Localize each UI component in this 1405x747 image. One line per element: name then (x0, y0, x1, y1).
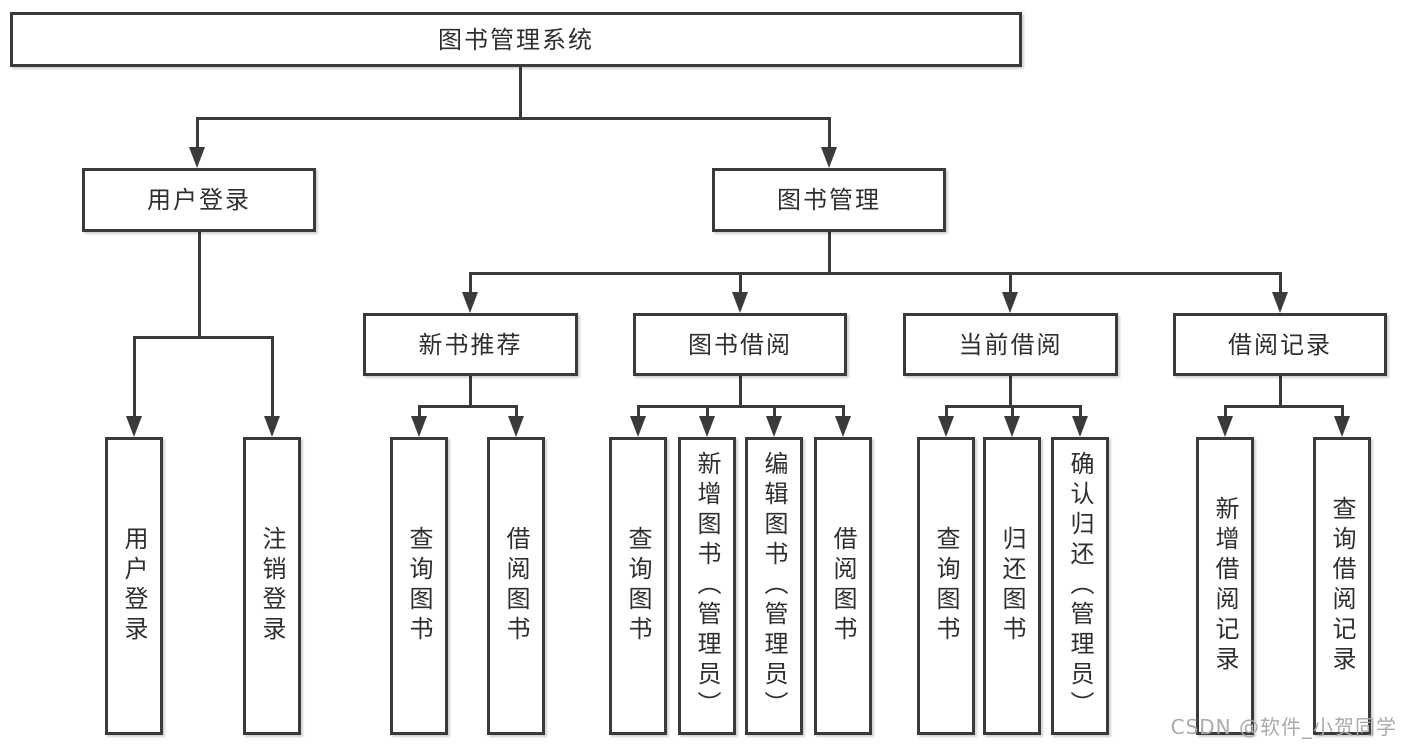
arrow-head (462, 292, 478, 313)
arrow-shaft (1078, 405, 1082, 417)
arrow-shaft (944, 405, 948, 417)
arrow-shaft (841, 405, 845, 417)
arrow-head (766, 416, 782, 437)
node-user-login: 用户登录 (82, 168, 316, 232)
arrow-shaft (738, 272, 742, 293)
arrow-head (938, 416, 954, 437)
arrow-head (508, 416, 524, 437)
arrow-shaft (132, 336, 136, 417)
leaf-edit-book-admin: 编辑图书（管理员） (745, 437, 803, 735)
connector-line (518, 67, 522, 120)
arrow-head (411, 416, 427, 437)
arrow-shaft (1340, 405, 1344, 417)
connector-line (636, 405, 845, 408)
arrow-head (1002, 292, 1018, 313)
connector-line (1223, 405, 1344, 408)
arrow-head (1004, 416, 1020, 437)
leaf-query-books-recommend: 查询图书 (390, 437, 448, 735)
leaf-borrow-books: 借阅图书 (814, 437, 872, 735)
connector-line (132, 336, 274, 339)
arrow-shaft (417, 405, 421, 417)
arrow-head (835, 416, 851, 437)
arrow-head (821, 147, 837, 168)
leaf-query-borrow-record: 查询借阅记录 (1313, 437, 1371, 735)
arrow-shaft (1010, 405, 1014, 417)
leaf-add-borrow-record: 新增借阅记录 (1196, 437, 1254, 735)
arrow-head (1272, 292, 1288, 313)
node-borrowing-records: 借阅记录 (1173, 313, 1387, 376)
node-book-borrowing: 图书借阅 (633, 313, 847, 376)
arrow-head (189, 147, 205, 168)
arrow-shaft (270, 336, 274, 417)
connector-line (827, 232, 831, 275)
connector-line (195, 117, 831, 120)
connector-line (1278, 376, 1282, 408)
arrow-head (264, 416, 280, 437)
leaf-logout: 注销登录 (243, 437, 301, 735)
arrow-shaft (1278, 272, 1282, 293)
leaf-return-book: 归还图书 (983, 437, 1041, 735)
arrow-head (126, 416, 142, 437)
node-current-borrowing: 当前借阅 (903, 313, 1118, 376)
connector-line (468, 272, 1282, 275)
node-book-management: 图书管理 (712, 168, 946, 232)
leaf-user-login: 用户登录 (105, 437, 163, 735)
arrow-shaft (772, 405, 776, 417)
connector-line (197, 232, 201, 339)
arrow-head (732, 292, 748, 313)
leaf-query-books-borrow: 查询图书 (609, 437, 667, 735)
leaf-add-book-admin: 新增图书（管理员） (678, 437, 736, 735)
node-root-system: 图书管理系统 (10, 12, 1022, 67)
connector-line (738, 376, 742, 408)
arrow-shaft (705, 405, 709, 417)
arrow-shaft (1008, 272, 1012, 293)
arrow-shaft (195, 117, 199, 148)
arrow-head (1072, 416, 1088, 437)
arrow-shaft (1223, 405, 1227, 417)
csdn-watermark: CSDN @软件_小贺同学 (1170, 715, 1397, 739)
arrow-head (1334, 416, 1350, 437)
connector-line (468, 376, 472, 408)
arrow-shaft (514, 405, 518, 417)
connector-line (1008, 376, 1012, 408)
arrow-head (630, 416, 646, 437)
connector-line (417, 405, 518, 408)
arrow-shaft (827, 117, 831, 148)
arrow-head (1217, 416, 1233, 437)
leaf-borrow-books-recommend: 借阅图书 (487, 437, 545, 735)
leaf-confirm-return-admin: 确认归还（管理员） (1051, 437, 1109, 735)
arrow-head (699, 416, 715, 437)
arrow-shaft (468, 272, 472, 293)
leaf-query-books-current: 查询图书 (917, 437, 975, 735)
node-new-book-recommend: 新书推荐 (363, 313, 578, 376)
arrow-shaft (636, 405, 640, 417)
